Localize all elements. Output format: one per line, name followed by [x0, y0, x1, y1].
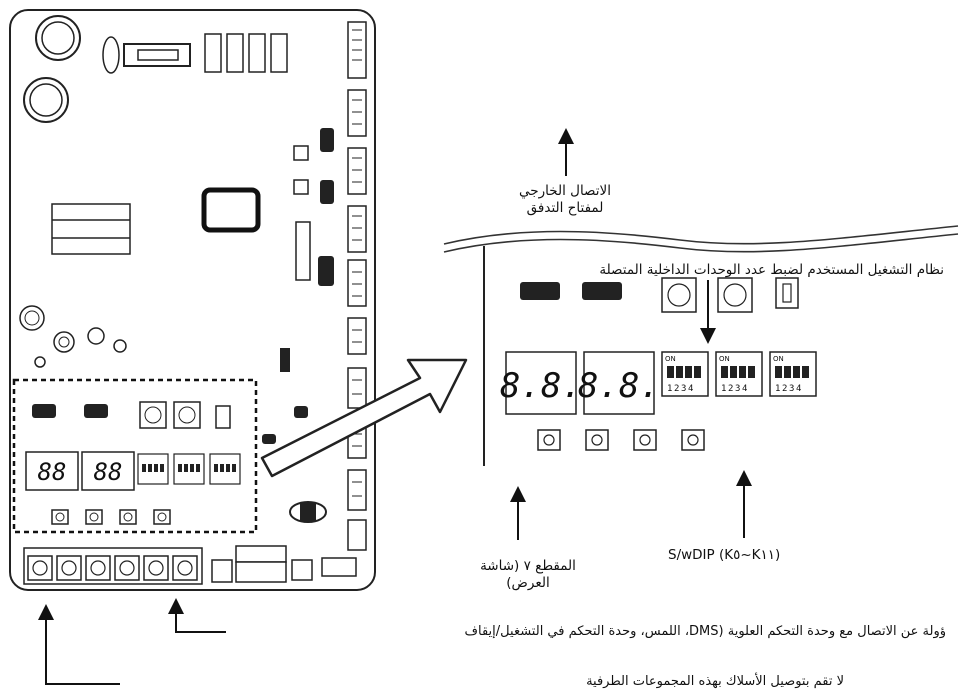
cut-line-1 [443, 225, 959, 245]
label-rotary-system: نظام التشغيل المستخدم لضبط عدد الوحدات ا… [599, 262, 944, 278]
small-display-1 [25, 451, 79, 491]
fuse-holder [123, 43, 191, 67]
label-segment-display-line2: العرض) [506, 574, 550, 591]
dip-numbers-2: 1234 [721, 384, 749, 394]
label-outdoor-flow-line2: لمفتاح التدفق [526, 199, 604, 216]
dip-on-label-3: ON [773, 355, 784, 363]
small-display-2-digits: 88 [94, 458, 123, 486]
ic-chip [201, 187, 261, 233]
push-buttons [537, 429, 705, 451]
large-display-1-digits: 8.8. [500, 366, 582, 406]
dip-numbers-1: 1234 [667, 384, 695, 394]
label-terminal-comms: ؤولة عن الاتصال مع وحدة التحكم العلوية (… [464, 624, 946, 639]
relay-3 [248, 33, 266, 73]
label-outdoor-flow-line1: الاتصال الخارجي [519, 183, 611, 199]
zoom-region [12, 378, 258, 534]
label-segment-display-line1: المقطع ٧ (شاشة [480, 558, 576, 574]
relay-2 [226, 33, 244, 73]
cut-line-2 [443, 233, 959, 253]
dip-numbers-3: 1234 [775, 384, 803, 394]
small-display-1-digits: 88 [38, 458, 67, 486]
pcb-board [9, 9, 376, 591]
label-terminal-warning: لا تقم بتوصيل الأسلاك بهذه المجموعات الط… [586, 674, 844, 689]
large-display-2 [583, 351, 655, 415]
dip-on-label-1: ON [665, 355, 676, 363]
relay-1 [204, 33, 222, 73]
callout-arrow [260, 358, 468, 478]
large-display-2-digits: 8.8. [578, 366, 660, 406]
small-dip-switches [137, 453, 241, 485]
relay-4 [270, 33, 288, 73]
dip-on-label-2: ON [719, 355, 730, 363]
edge-connectors [347, 21, 367, 551]
label-dip-switch: S/wDIP (K٥~K١١) [668, 547, 781, 563]
transformer [51, 203, 131, 255]
large-display-1 [505, 351, 577, 415]
small-display-2 [81, 451, 135, 491]
